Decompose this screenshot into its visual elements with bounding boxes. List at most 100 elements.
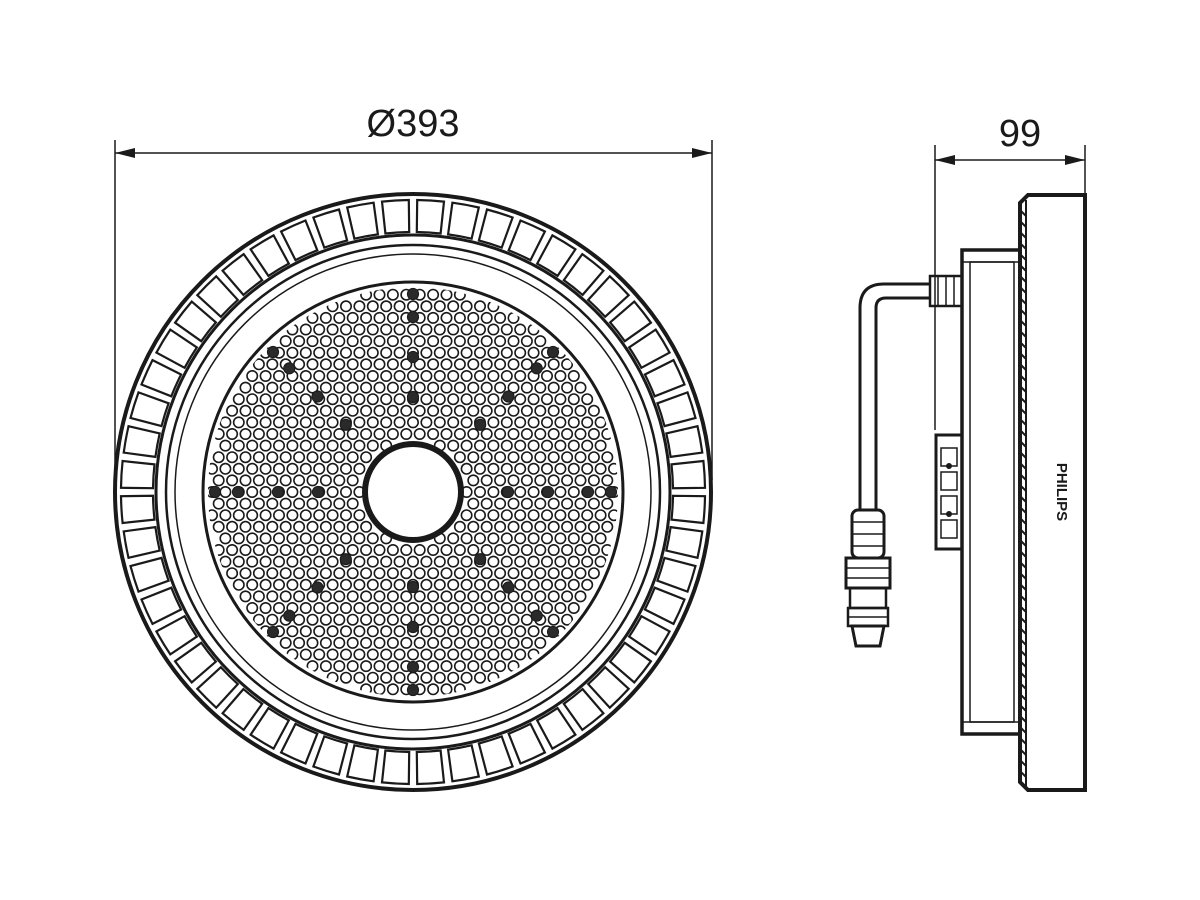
cooling-fin	[655, 390, 697, 428]
led-lens	[353, 509, 366, 522]
led-lens-dark	[502, 581, 515, 594]
led-lens	[366, 555, 379, 568]
led-lens	[507, 497, 520, 510]
led-lens	[500, 625, 513, 638]
led-lens	[259, 555, 272, 568]
led-lens	[467, 381, 480, 394]
led-lens	[353, 300, 366, 313]
led-lens	[333, 335, 346, 348]
cable-inner	[874, 296, 930, 510]
cable-outer	[858, 282, 930, 510]
led-lens	[567, 439, 580, 452]
led-lens	[487, 601, 500, 614]
led-lens	[473, 369, 486, 382]
led-lens	[339, 671, 352, 684]
led-lens	[554, 393, 567, 406]
led-lens	[473, 578, 486, 591]
cooling-fin	[154, 328, 199, 370]
led-lens	[534, 381, 547, 394]
led-lens	[380, 671, 393, 684]
led-lens	[299, 393, 312, 406]
led-lens	[534, 404, 547, 417]
led-lens	[279, 381, 292, 394]
led-lens	[433, 369, 446, 382]
cooling-fin	[195, 665, 240, 710]
led-lens	[272, 393, 285, 406]
led-lens	[353, 532, 366, 545]
led-lens	[427, 567, 440, 580]
led-lens	[601, 520, 614, 533]
cable-gland	[928, 274, 964, 308]
led-lens	[540, 439, 553, 452]
led-lens	[587, 427, 600, 440]
led-lens	[440, 427, 453, 440]
led-lens	[460, 439, 473, 452]
led-lens	[299, 369, 312, 382]
led-lens	[386, 288, 399, 301]
led-lens	[554, 485, 567, 498]
led-lens	[259, 439, 272, 452]
led-lens	[413, 636, 426, 649]
led-lens	[500, 369, 513, 382]
led-lens	[480, 381, 493, 394]
led-lens	[467, 660, 480, 673]
led-lens-dark	[501, 485, 515, 499]
led-lens	[460, 416, 473, 429]
led-lens	[326, 532, 339, 545]
cooling-fin	[535, 706, 577, 751]
led-lens	[420, 555, 433, 568]
led-lens	[567, 601, 580, 614]
led-lens	[313, 601, 326, 614]
led-lens	[293, 520, 306, 533]
led-lens	[373, 311, 386, 324]
led-lens	[380, 393, 393, 406]
driver-inner	[969, 261, 1015, 723]
led-lens	[272, 462, 285, 475]
led-lens-dark	[339, 553, 352, 566]
led-lens	[547, 474, 560, 487]
led-lens	[306, 613, 319, 626]
led-lens	[219, 485, 232, 498]
led-lens	[587, 451, 600, 464]
led-lens	[279, 636, 292, 649]
led-lens	[581, 439, 594, 452]
led-lens	[386, 567, 399, 580]
led-lens	[346, 590, 359, 603]
led-lens	[272, 601, 285, 614]
led-lens	[386, 683, 399, 696]
cooling-fin	[586, 665, 631, 710]
led-lens	[473, 300, 486, 313]
led-lens	[561, 427, 574, 440]
led-lens	[420, 625, 433, 638]
led-lens-dark	[406, 287, 420, 301]
led-lens	[339, 509, 352, 522]
led-lens	[326, 300, 339, 313]
led-lens	[413, 427, 426, 440]
led-lens	[460, 555, 473, 568]
led-lens-dark	[311, 581, 324, 594]
led-lens	[413, 404, 426, 417]
led-lens	[386, 381, 399, 394]
cooling-fin	[535, 233, 577, 278]
led-lens-dark	[474, 418, 487, 431]
led-lens	[447, 439, 460, 452]
led-lens	[219, 416, 232, 429]
led-lens	[360, 381, 373, 394]
led-lens	[587, 543, 600, 556]
led-lens	[400, 427, 413, 440]
led-lens	[353, 648, 366, 661]
cooling-fin	[477, 734, 515, 776]
led-lens	[246, 578, 259, 591]
led-lens	[473, 648, 486, 661]
led-lens	[467, 311, 480, 324]
led-lens	[339, 369, 352, 382]
led-lens	[246, 601, 259, 614]
cooling-fin	[608, 300, 653, 343]
front-view	[113, 192, 713, 792]
led-lens	[440, 636, 453, 649]
led-lens	[366, 393, 379, 406]
led-lens	[313, 532, 326, 545]
led-lens	[500, 555, 513, 568]
led-lens	[239, 427, 252, 440]
cooling-fin	[345, 743, 380, 783]
